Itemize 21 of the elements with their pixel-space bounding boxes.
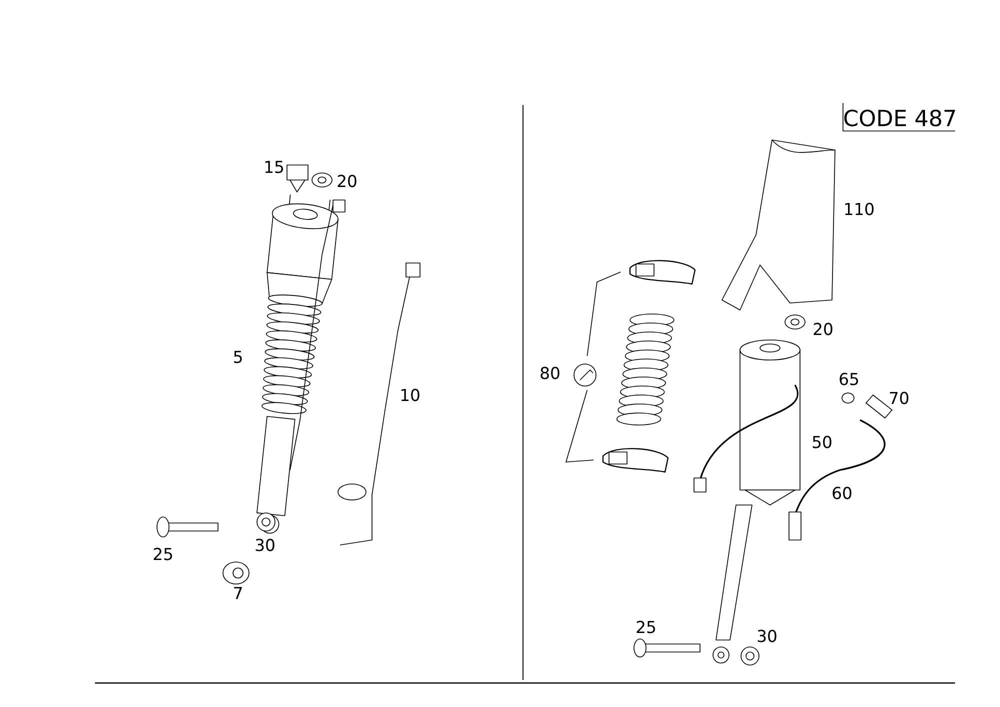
callout-number: 25 xyxy=(154,548,172,560)
callout-number: 50 xyxy=(812,436,832,448)
callout-number: 20 xyxy=(814,322,832,336)
callout-number: 70 xyxy=(890,392,908,404)
callout-number: 20 xyxy=(338,174,356,188)
callout-number: 10 xyxy=(401,388,420,402)
clamp-drawing xyxy=(602,448,669,473)
callout-number: 30 xyxy=(256,538,274,552)
callout-number: 80 xyxy=(540,366,560,380)
callout-number: 30 xyxy=(758,630,776,642)
leader-line xyxy=(586,272,621,356)
callout-number: 7 xyxy=(234,587,242,599)
leader-line xyxy=(566,390,594,462)
callout-number: 60 xyxy=(832,486,852,500)
callout-number: 65 xyxy=(840,372,858,386)
callout-number: 25 xyxy=(636,620,655,634)
callout-number: 15 xyxy=(265,160,283,174)
callout-number: 5 xyxy=(234,350,242,364)
clamp-drawing xyxy=(629,260,696,285)
callout-number: 110 xyxy=(845,202,874,216)
code-label: CODE 487 xyxy=(842,102,956,132)
